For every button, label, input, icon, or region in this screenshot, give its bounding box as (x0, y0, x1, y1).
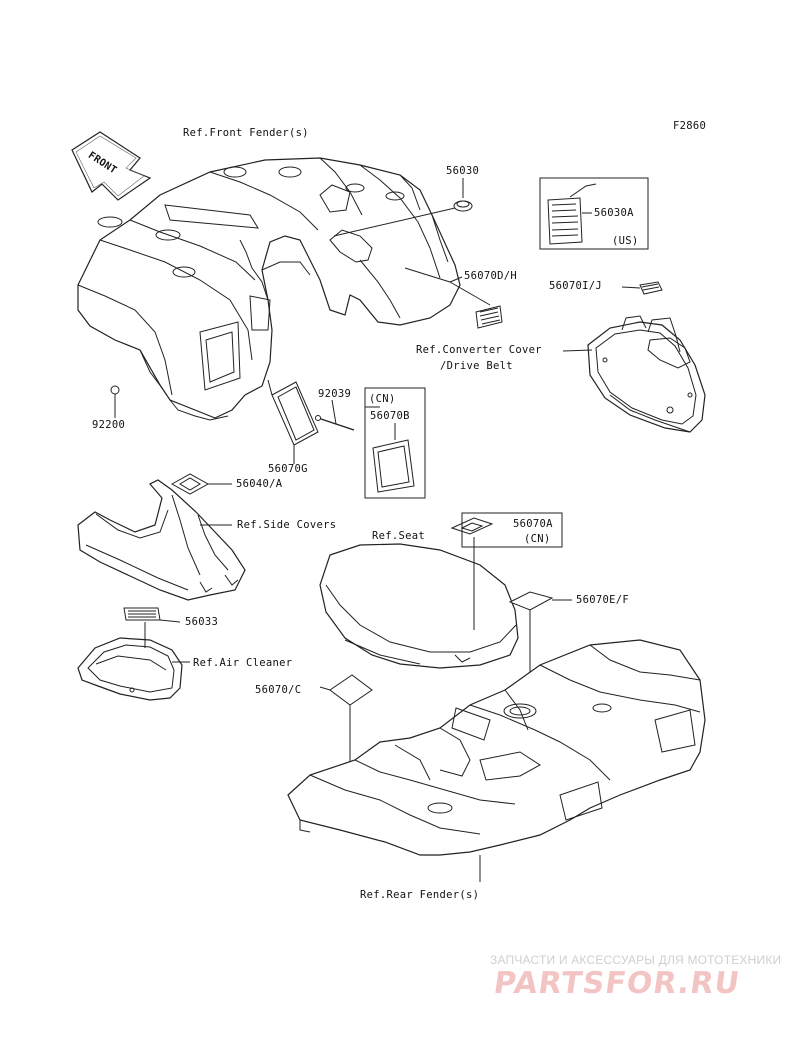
ref-air-cleaner-label[interactable]: Ref.Air Cleaner (193, 657, 293, 669)
front-arrow-icon (71, 131, 152, 201)
converter-cover-drawing (562, 315, 706, 433)
part-56070dh-label[interactable]: 56070D/H (464, 270, 517, 282)
label-56030a (539, 177, 649, 250)
part-56070a-label[interactable]: 56070A (513, 518, 553, 530)
rear-fender-drawing (287, 639, 706, 882)
front-fender-drawing (77, 157, 461, 421)
part-56070b-label[interactable]: 56070B (370, 410, 410, 422)
watermark-logo: PARTSFOR.RU (491, 966, 743, 1001)
ref-seat-label[interactable]: Ref.Seat (372, 530, 425, 542)
seat-drawing (319, 537, 519, 669)
ref-converter-cover-label[interactable]: Ref.Converter Cover (416, 344, 542, 356)
grommet-56030 (333, 178, 473, 237)
us-market-label: (US) (612, 235, 639, 247)
ref-front-fender-label[interactable]: Ref.Front Fender(s) (183, 127, 309, 139)
diagram-code: F2860 (673, 120, 707, 132)
part-56070g-label[interactable]: 56070G (268, 463, 308, 475)
watermark-tagline: ЗАПЧАСТИ И АКСЕССУАРЫ ДЛЯ МОТОТЕХНИКИ (490, 953, 782, 967)
label-56040a (170, 473, 232, 495)
label-56070a (450, 512, 563, 548)
drive-belt-label: /Drive Belt (440, 360, 513, 372)
part-56040a-label[interactable]: 56040/A (236, 478, 283, 490)
label-56070b (364, 387, 426, 499)
label-56070dh (404, 267, 503, 329)
part-56070ij-label[interactable]: 56070I/J (549, 280, 602, 292)
part-92200-label[interactable]: 92200 (92, 419, 126, 431)
ref-side-covers-label[interactable]: Ref.Side Covers (237, 519, 337, 531)
air-cleaner-cover-drawing (77, 622, 190, 701)
part-92039-label[interactable]: 92039 (318, 388, 352, 400)
part-56070c-label[interactable]: 56070/C (255, 684, 302, 696)
part-56070ef-label[interactable]: 56070E/F (576, 594, 629, 606)
label-56070ef (508, 591, 572, 680)
label-56033 (123, 607, 181, 623)
screw-92200 (110, 385, 120, 418)
part-56033-label[interactable]: 56033 (185, 616, 219, 628)
cn-market-label-a: (CN) (524, 533, 551, 545)
label-56070g (267, 379, 319, 464)
clip-92039 (315, 399, 355, 431)
cn-market-label-b: (CN) (369, 393, 396, 405)
part-56030-label[interactable]: 56030 (446, 165, 480, 177)
part-56030a-label[interactable]: 56030A (594, 207, 634, 219)
side-covers-drawing (77, 479, 246, 601)
ref-rear-fender-label[interactable]: Ref.Rear Fender(s) (360, 889, 480, 901)
label-56070ij (621, 281, 663, 295)
